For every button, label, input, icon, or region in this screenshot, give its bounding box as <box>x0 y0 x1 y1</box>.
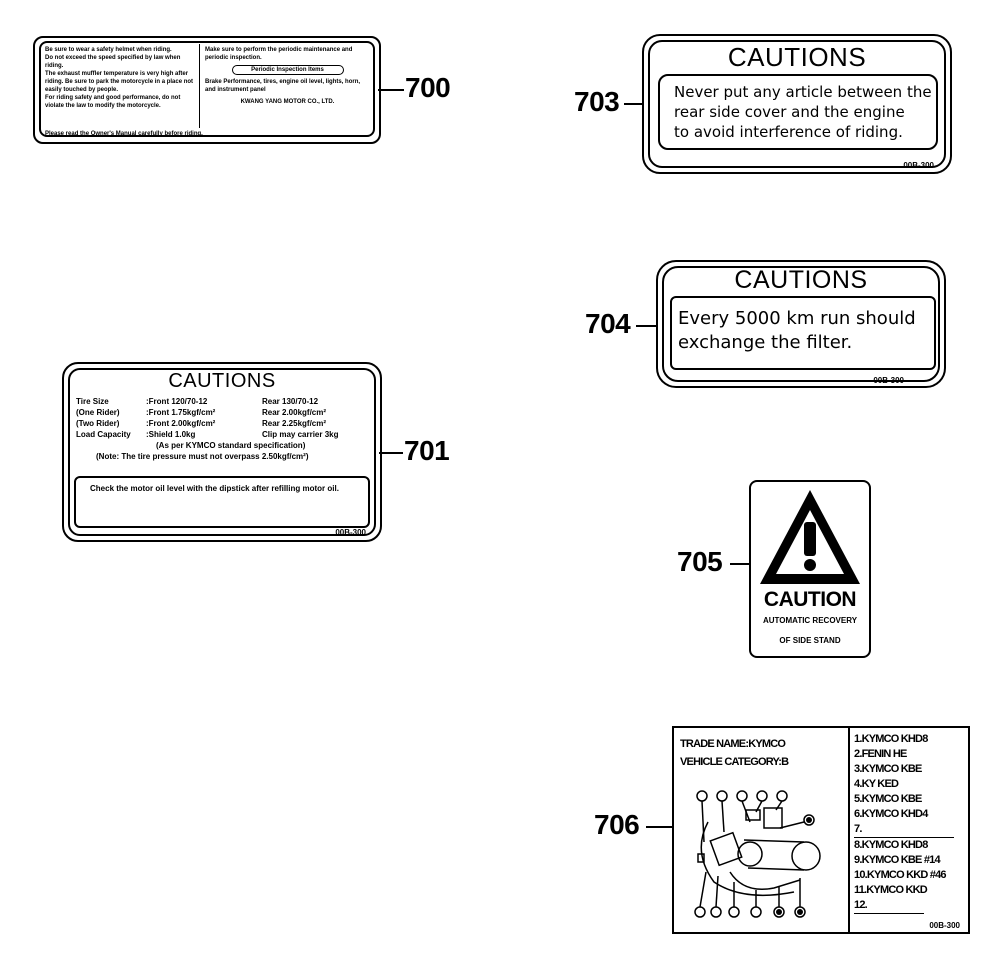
callout-704: 704 <box>585 308 631 339</box>
warning-triangle-icon <box>760 490 860 584</box>
label-706-category: VEHICLE CATEGORY:B <box>680 756 789 768</box>
inspection-items-pill: Periodic Inspection Items <box>231 65 344 75</box>
list-item: 8.KYMCO KHD8 <box>854 839 928 851</box>
label-703-code: 00B-300 <box>903 161 934 170</box>
label-704-code: 00B-300 <box>873 376 904 385</box>
list-item: 9.KYMCO KBE #14 <box>854 854 941 866</box>
label-700-left-text: Be sure to wear a safety helmet when rid… <box>45 47 194 109</box>
engine-diagram-icon <box>694 790 821 918</box>
label-706-code: 00B-300 <box>929 921 960 930</box>
label-706: TRADE NAME:KYMCO VEHICLE CATEGORY:B <box>672 726 970 934</box>
label-704-title: CAUTIONS <box>734 266 868 294</box>
label-704-text-box: Every 5000 km run should exchange the fi… <box>670 296 936 370</box>
label-700-bottom-text: Please read the Owner's Manual carefully… <box>45 131 203 137</box>
label-700: Be sure to wear a safety helmet when rid… <box>33 36 381 144</box>
list-item: 5.KYMCO KBE <box>854 793 922 805</box>
list-item: 12. <box>854 898 924 914</box>
callout-701: 701 <box>404 435 450 466</box>
label-705-line2: OF SIDE STAND <box>779 636 841 645</box>
callout-705: 705 <box>677 546 723 577</box>
label-701-title: CAUTIONS <box>168 370 276 392</box>
label-703-title: CAUTIONS <box>727 42 867 72</box>
list-item: 1.KYMCO KHD8 <box>854 733 928 745</box>
callout-703: 703 <box>574 86 620 117</box>
label-706-trade-name: TRADE NAME:KYMCO <box>680 738 786 750</box>
label-701-code: 00B-300 <box>335 528 366 537</box>
label-705-word: CAUTION <box>763 588 857 611</box>
label-703-text-box: Never put any article between the rear s… <box>658 74 938 150</box>
list-item: 7. <box>854 822 954 838</box>
list-item: 3.KYMCO KBE <box>854 763 922 775</box>
label-705-line1: AUTOMATIC RECOVERY <box>762 616 858 625</box>
callout-706: 706 <box>594 809 640 840</box>
callout-700: 700 <box>405 72 451 103</box>
list-item: 2.FENIN HE <box>854 748 907 760</box>
label-700-right-text: Make sure to perform the periodic mainte… <box>205 47 361 105</box>
label-706-list: 1.KYMCO KHD8 2.FENIN HE 3.KYMCO KBE 4.KY… <box>854 732 964 914</box>
label-705: CAUTION AUTOMATIC RECOVERY OF SIDE STAND <box>749 480 871 658</box>
list-item: 10.KYMCO KKD #46 <box>854 869 947 881</box>
list-item: 4.KY KED <box>854 778 899 790</box>
label-703: CAUTIONS Never put any article between t… <box>642 34 952 174</box>
list-item: 6.KYMCO KHD4 <box>854 808 928 820</box>
label-704: CAUTIONS Every 5000 km run should exchan… <box>656 260 946 388</box>
label-701-oil-box: Check the motor oil level with the dipst… <box>74 476 370 528</box>
list-item: 11.KYMCO KKD <box>854 884 928 896</box>
